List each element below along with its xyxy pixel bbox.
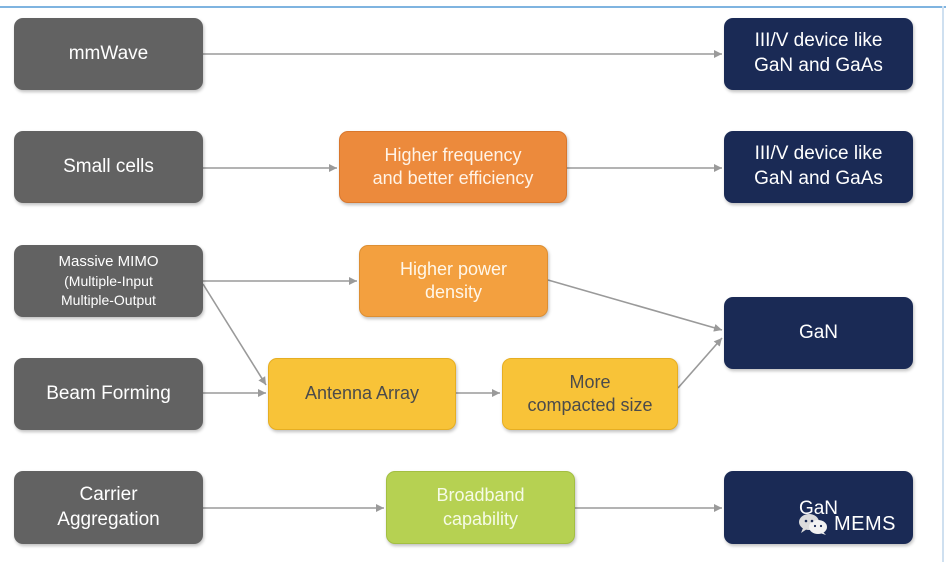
node-beam-forming: Beam Forming: [14, 358, 203, 430]
node-broadband-capability: Broadband capability: [386, 471, 575, 544]
node-higher-power-density: Higher power density: [359, 245, 548, 317]
watermark-text: MEMS: [834, 512, 896, 535]
arrow-compacted-to-gan: [677, 337, 723, 389]
node-higher-power-density-label: Higher power density: [399, 258, 508, 302]
watermark: MEMS: [798, 512, 896, 536]
node-gan-main-label: GaN: [798, 321, 839, 343]
right-border-line: [942, 6, 944, 562]
node-iiiv-device-2: III/V device like GaN and GaAs: [724, 131, 913, 203]
top-border-line: [0, 6, 946, 8]
node-carrier-aggregation-label: Carrier Aggregation: [57, 483, 160, 530]
node-carrier-aggregation: Carrier Aggregation: [14, 471, 203, 544]
node-more-compacted-size: More compacted size: [502, 358, 678, 430]
arrow-higherpower-to-gan: [547, 279, 723, 332]
node-small-cells-label: Small cells: [63, 155, 154, 177]
node-higher-frequency-label: Higher frequency and better efficiency: [372, 144, 534, 188]
node-more-compacted-size-label: More compacted size: [527, 371, 653, 415]
node-iiiv-device-1-label: III/V device like GaN and GaAs: [754, 30, 883, 76]
node-gan-main: GaN: [724, 297, 913, 369]
wechat-icon: [798, 512, 828, 536]
node-gan-bottom-label: GaN: [798, 498, 839, 519]
node-iiiv-device-2-label: III/V device like GaN and GaAs: [754, 143, 883, 189]
node-beam-forming-label: Beam Forming: [46, 382, 171, 404]
node-broadband-capability-label: Broadband capability: [436, 485, 525, 529]
node-iiiv-device-1: III/V device like GaN and GaAs: [724, 18, 913, 90]
arrow-mimo-to-antenna: [202, 283, 267, 386]
node-mmwave-label: mmWave: [68, 42, 149, 64]
node-antenna-array-label: Antenna Array: [304, 383, 420, 404]
node-antenna-array: Antenna Array: [268, 358, 456, 430]
node-higher-frequency: Higher frequency and better efficiency: [339, 131, 567, 203]
node-massive-mimo: Massive MIMO (Multiple-Input Multiple-Ou…: [14, 245, 203, 317]
node-mmwave: mmWave: [14, 18, 203, 90]
node-small-cells: Small cells: [14, 131, 203, 203]
node-massive-mimo-label: Massive MIMO (Multiple-Input Multiple-Ou…: [58, 252, 159, 309]
